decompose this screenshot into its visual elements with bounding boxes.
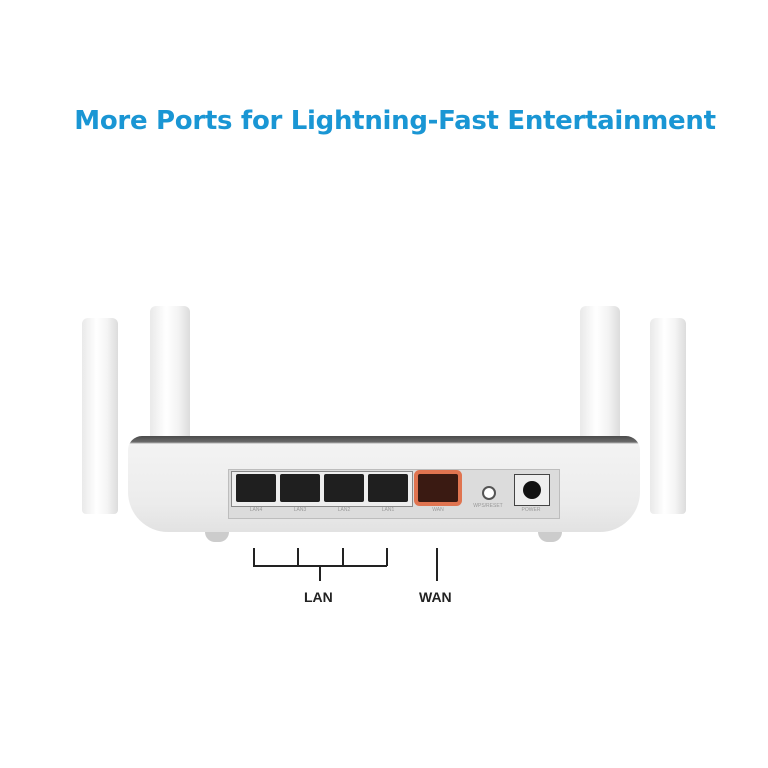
wan-port: [418, 474, 458, 502]
lan4-port: [236, 474, 276, 502]
port-label: LAN2: [337, 507, 351, 513]
port-label: LAN3: [293, 507, 307, 513]
port-label: WAN: [432, 507, 444, 513]
power-jack: [514, 474, 550, 506]
lan1-port: [368, 474, 408, 502]
lan2-port: [324, 474, 364, 502]
reset-label: WPS/RESET: [473, 503, 503, 509]
reset-button: [482, 486, 496, 500]
lan-label: LAN: [304, 589, 333, 605]
antenna-outer-right: [650, 318, 686, 514]
power-label: POWER: [521, 507, 541, 513]
antenna-outer-left: [82, 318, 118, 514]
port-label: LAN4: [249, 507, 263, 513]
port-label: LAN1: [381, 507, 395, 513]
lan3-port: [280, 474, 320, 502]
router-foot: [538, 532, 562, 542]
headline: More Ports for Lightning-Fast Entertainm…: [74, 106, 716, 136]
wan-label: WAN: [419, 589, 452, 605]
router-foot: [205, 532, 229, 542]
